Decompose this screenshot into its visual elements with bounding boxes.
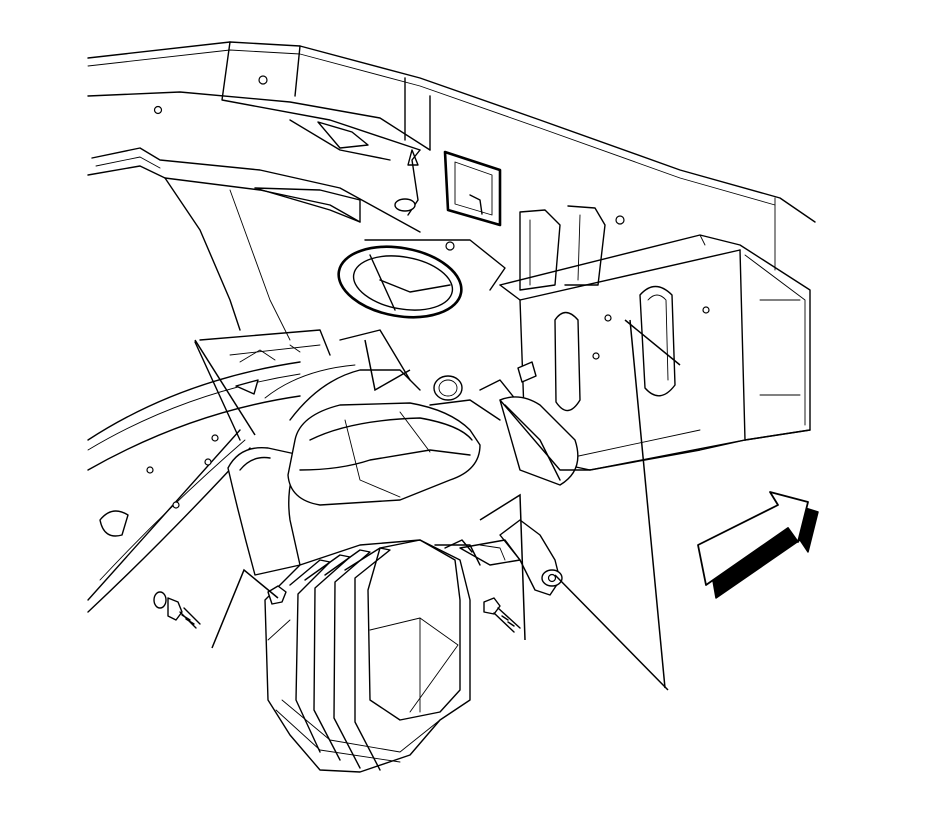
upper-body-panel (87, 41, 816, 271)
screw-icon (267, 585, 287, 605)
mount-bracket (289, 329, 521, 421)
callout-leaders (194, 319, 681, 691)
access-opening (443, 150, 502, 227)
filler-ring (337, 239, 506, 319)
direction-arrow-icon (697, 491, 819, 599)
evap-canister (264, 539, 481, 773)
filler-neck (227, 396, 591, 576)
inner-rail (87, 91, 431, 341)
screw-icon (153, 591, 201, 629)
canister-bracket (459, 519, 563, 596)
screw-icon (483, 597, 521, 633)
vapor-canister (287, 399, 501, 506)
